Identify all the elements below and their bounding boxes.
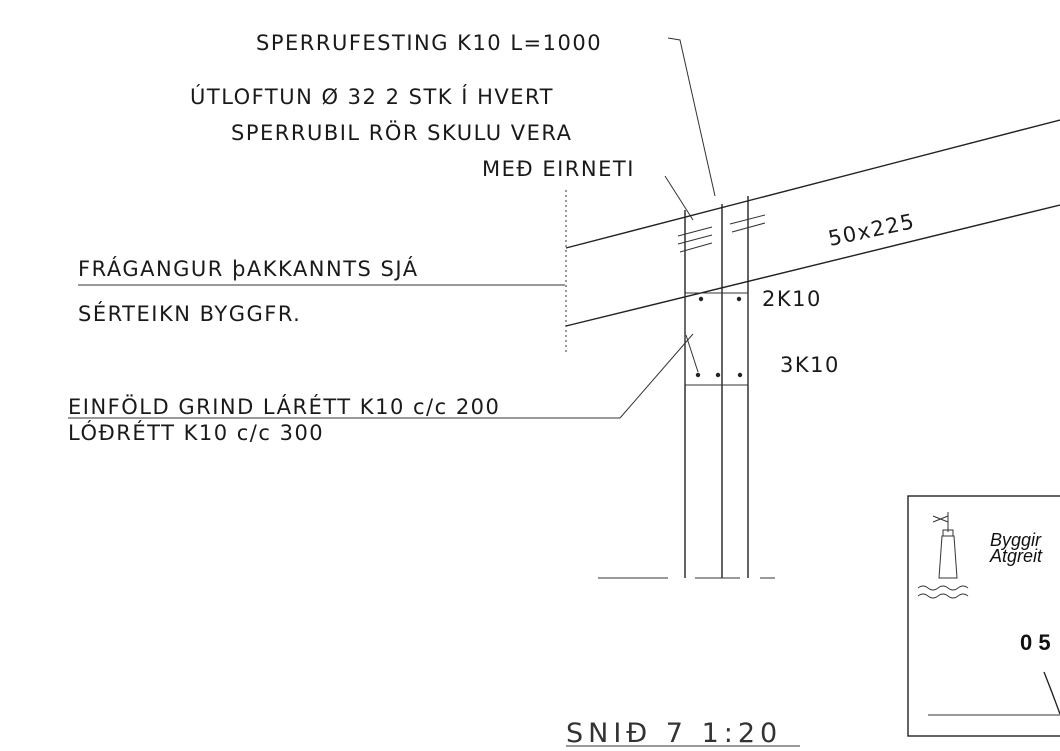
- label-rebar-3k10: 3K10: [780, 353, 840, 377]
- rafter-bottom-line: [565, 204, 1060, 327]
- label-utloftun-line3: MEÐ EIRNETI: [482, 157, 635, 181]
- sperrufesting-leader: [667, 37, 716, 197]
- bond-beam: [684, 292, 749, 386]
- grind-leader: [619, 333, 694, 419]
- label-grind-line1: EINFÖLD GRIND LÁRÉTT K10 c/c 200: [68, 394, 500, 419]
- label-rafter-size: 50x225: [826, 209, 917, 251]
- stamp-signature: [1043, 671, 1060, 715]
- label-fragangur-line2: SÉRTEIKN BYGGFR.: [78, 301, 301, 326]
- rafter-top-line: [565, 119, 1060, 249]
- section-title: SNIÐ 7 1:20: [566, 718, 782, 749]
- stamp-number: 0 5: [1020, 630, 1051, 655]
- label-utloftun-line1: ÚTLOFTUN Ø 32 2 STK Í HVERT: [190, 84, 554, 109]
- utloftun-leader: [664, 175, 694, 221]
- rebar-dot-bottom-right: [737, 372, 743, 378]
- label-sperrufesting: SPERRUFESTING K10 L=1000: [256, 31, 602, 55]
- rebar-leader: [685, 334, 699, 373]
- rebar-dot-top-right: [736, 296, 742, 302]
- label-rebar-2k10: 2K10: [762, 287, 822, 311]
- stamp-line-1: Byggir: [990, 530, 1042, 550]
- label-grind-line2: LÓÐRÉTT K10 c/c 300: [68, 420, 324, 445]
- lighthouse-icon: [917, 512, 969, 599]
- label-utloftun-line2: SPERRUBIL RÖR SKULU VERA: [231, 120, 573, 145]
- rebar-dot-bottom-left: [695, 372, 701, 378]
- rebar-dot-bottom-mid: [715, 372, 721, 378]
- rebar-dot-top-left: [698, 296, 704, 302]
- rafter-fixing-marks: [677, 214, 766, 253]
- label-fragangur-line1: FRÁGANGUR þAKKANNTS SJÁ: [78, 256, 419, 281]
- title-stamp: Byggir Atgreit 0 5: [907, 495, 1060, 737]
- stamp-line-2: Atgreit: [989, 546, 1043, 566]
